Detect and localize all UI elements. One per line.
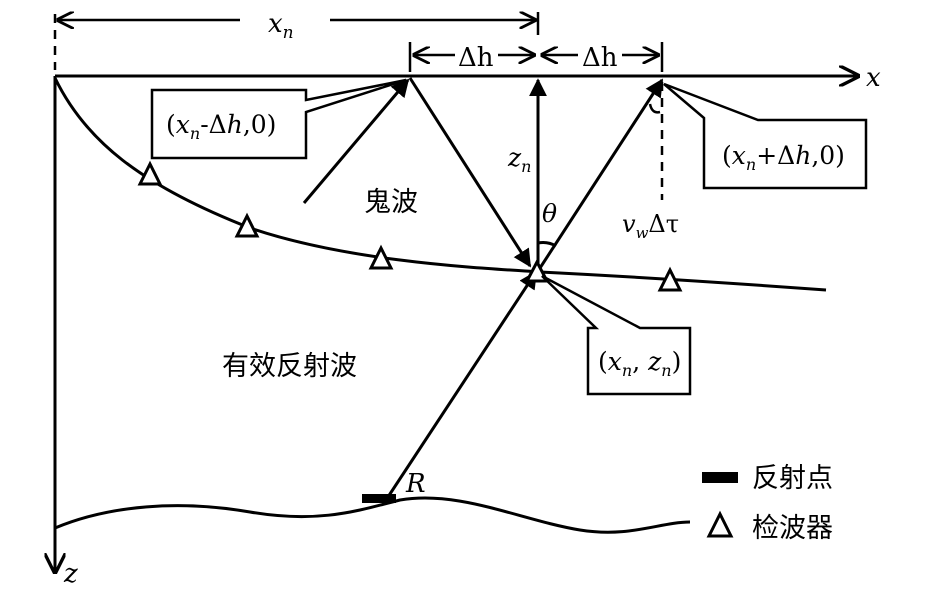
callout-right-box	[663, 82, 868, 190]
reflection-point-marker	[362, 494, 396, 503]
ray-paths	[302, 77, 664, 501]
callout-left-point: (xn-Δh,0)	[150, 78, 407, 160]
ghost-ray-down	[408, 77, 532, 268]
reflector-interface	[54, 496, 691, 534]
legend-geophone-label: 检波器	[752, 513, 833, 544]
x-axis-label: x	[866, 63, 881, 93]
dimension-dh: Δh Δh	[408, 42, 664, 73]
callout-receiver-text: (xn, zn)	[598, 347, 681, 380]
incident-ray-left	[302, 78, 410, 204]
small-angle-mark	[648, 103, 661, 114]
callout-left-box	[150, 78, 407, 160]
geophone-triangle	[368, 244, 394, 270]
geophone-triangle	[234, 212, 260, 238]
vw-dtau-label: vwΔτ	[622, 210, 679, 242]
callout-right-text: (xn+Δh,0)	[722, 141, 845, 174]
reflection-point-label: R	[405, 469, 426, 499]
legend-reflection-point-swatch	[702, 472, 738, 483]
effective-reflection-ray	[384, 270, 538, 501]
legend-geophone-swatch	[706, 510, 734, 538]
geophones	[137, 160, 683, 292]
legend: 反射点 检波器	[702, 463, 833, 544]
ghost-wave-label: 鬼波	[364, 187, 418, 218]
geophone-triangle	[657, 266, 683, 292]
effective-reflection-label: 有效反射波	[222, 351, 357, 382]
geophone-triangle	[137, 160, 163, 186]
dh-right-label: Δh	[582, 43, 618, 73]
callout-receiver-box	[541, 274, 692, 396]
incident-ray-right	[538, 78, 664, 269]
dh-left-label: Δh	[458, 43, 494, 73]
dimension-xn: xn	[53, 9, 540, 70]
theta-label: θ	[542, 199, 557, 228]
legend-reflection-point-label: 反射点	[752, 463, 833, 494]
xn-label: xn	[268, 9, 294, 43]
zn-label: zn	[507, 143, 531, 176]
streamer-curve	[53, 77, 827, 292]
callout-left-text: (xn-Δh,0)	[166, 110, 276, 143]
theta-angle-arc	[537, 241, 557, 248]
callout-right-point: (xn+Δh,0)	[663, 82, 868, 190]
axes: x z	[55, 63, 881, 589]
callout-receiver-point: (xn, zn)	[541, 274, 692, 396]
z-axis-label: z	[63, 559, 78, 589]
